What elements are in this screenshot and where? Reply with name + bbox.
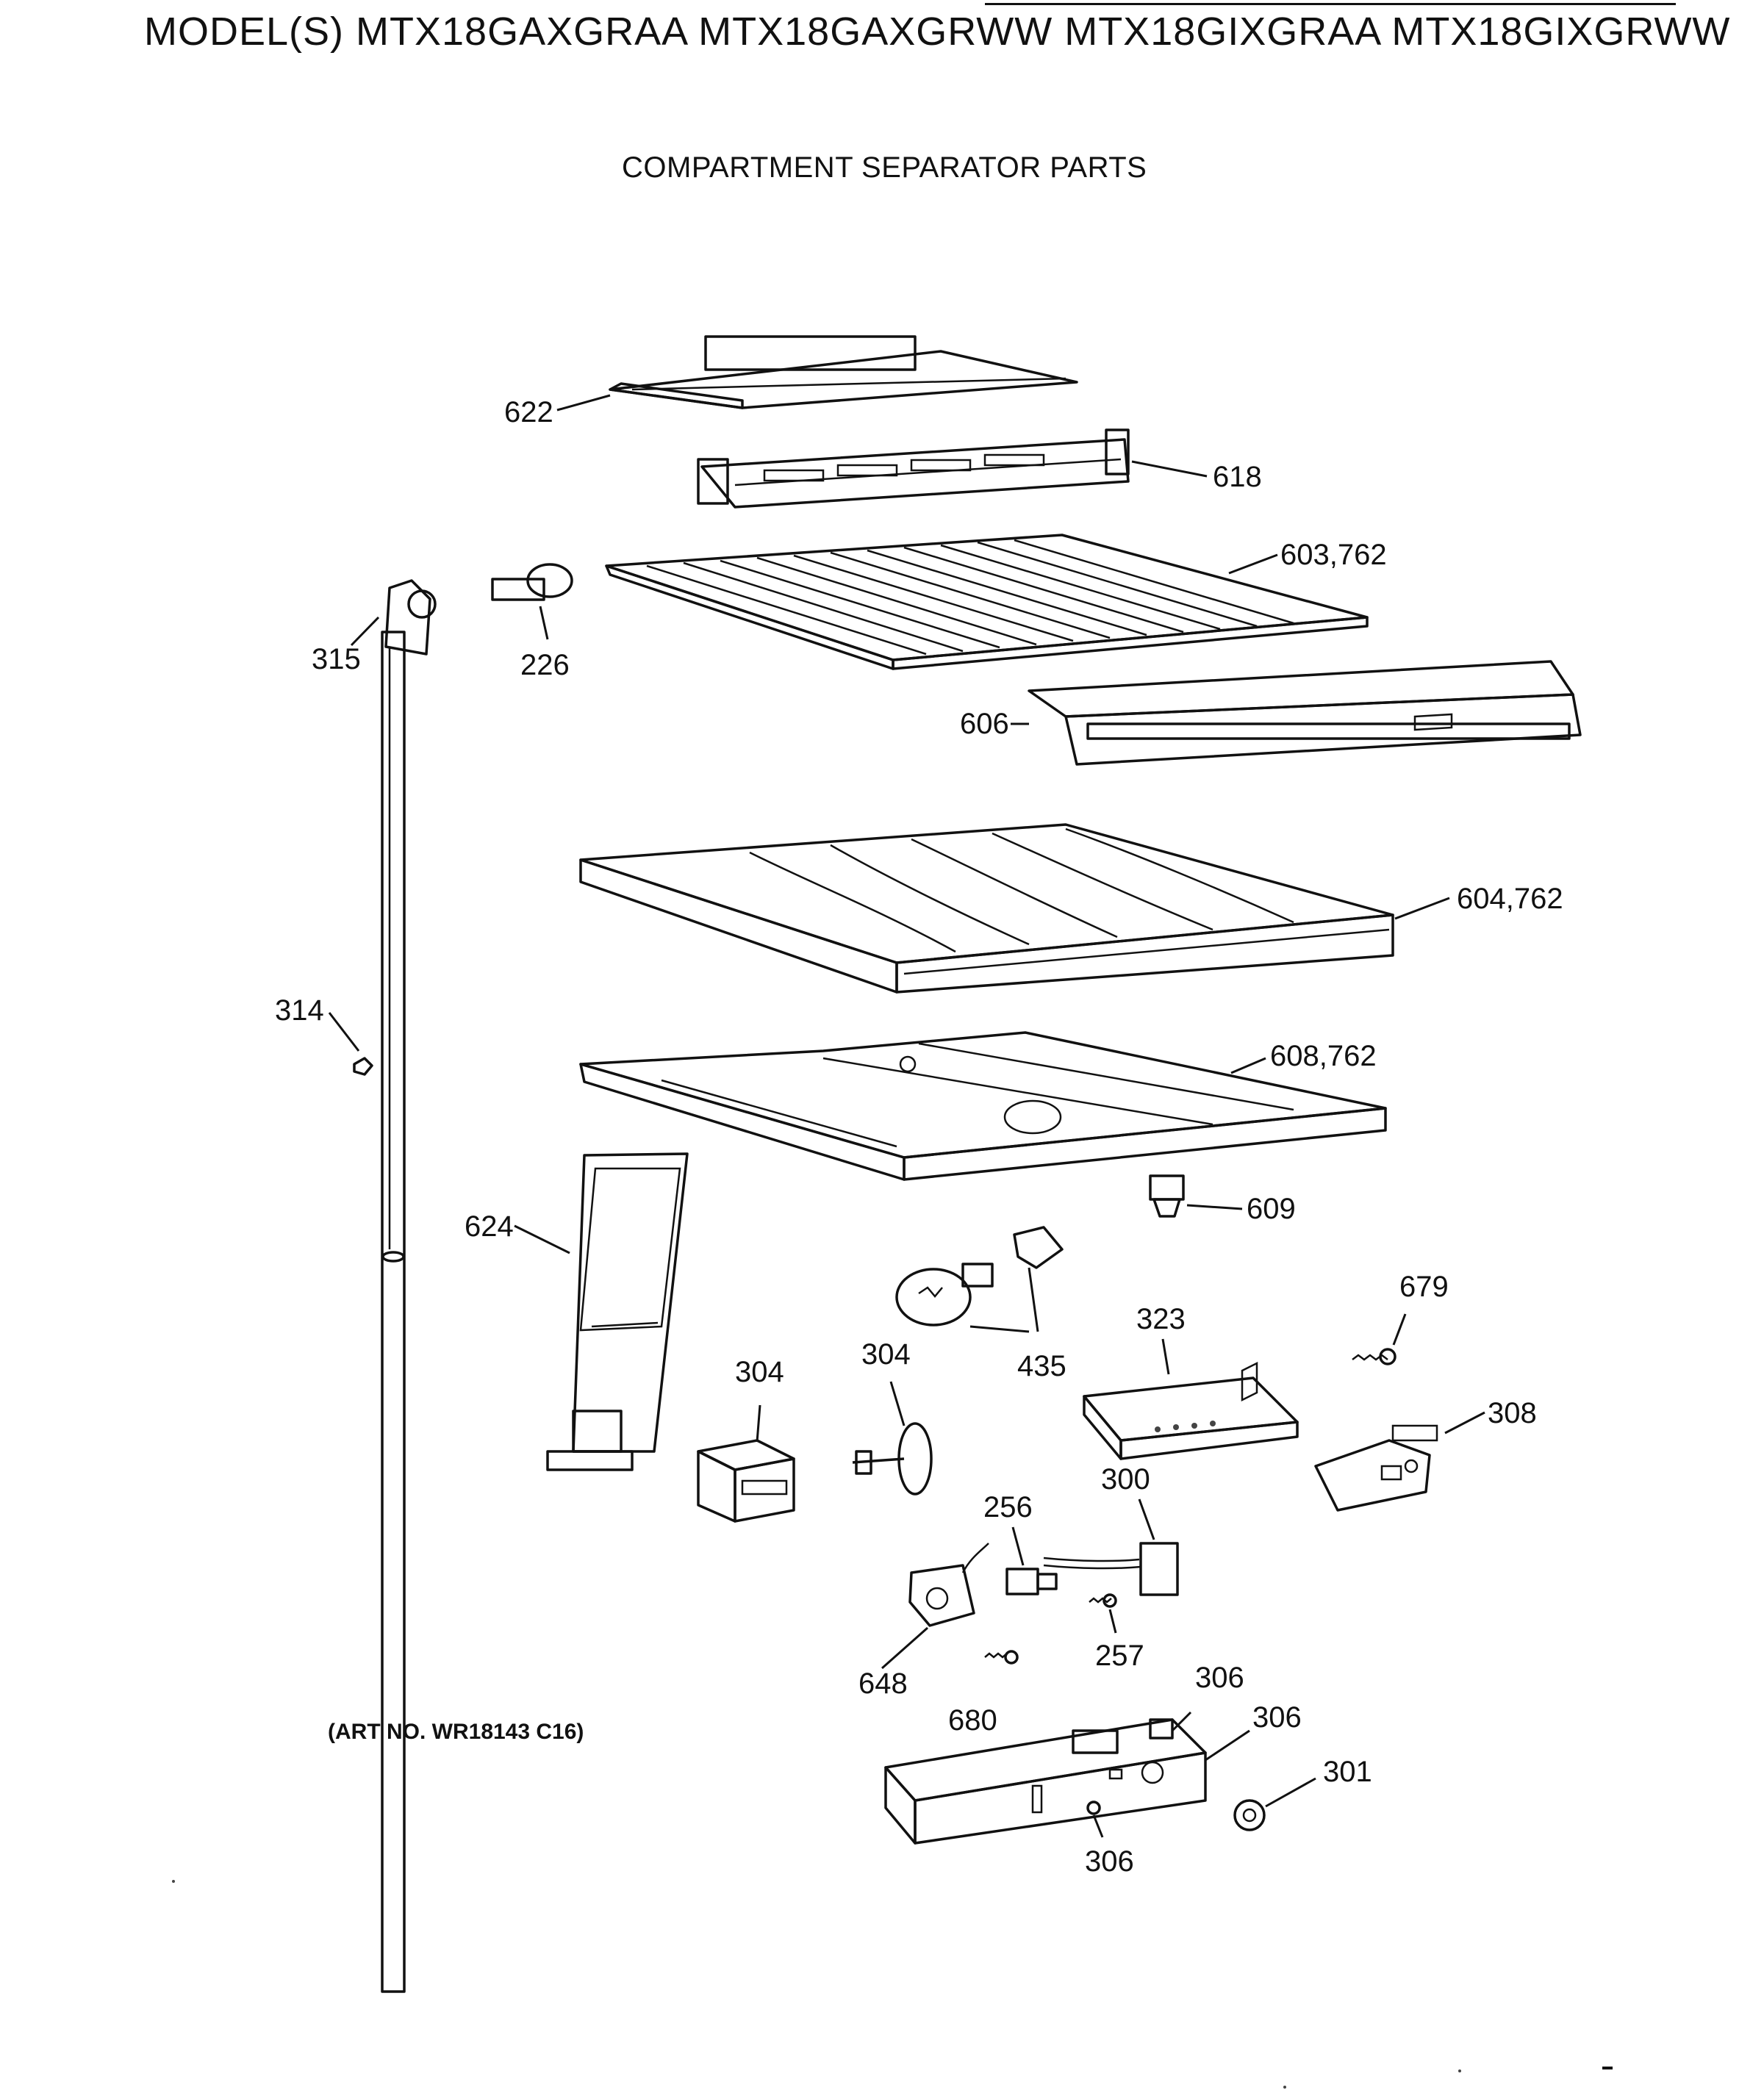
leader-308	[1444, 1411, 1485, 1435]
leader-648	[881, 1626, 928, 1670]
leader-306a	[1171, 1711, 1192, 1732]
part-315-hinge-rod	[381, 579, 437, 1993]
art-number: (ART NO. WR18143 C16)	[328, 1720, 584, 1744]
part-679-screw	[1352, 1348, 1396, 1365]
part-304-housing	[697, 1439, 795, 1523]
part-435-bulb-socket	[895, 1226, 1064, 1326]
part-304-control-knob	[852, 1422, 933, 1496]
leader-608	[1230, 1057, 1266, 1074]
label-304a: 304	[735, 1356, 784, 1388]
part-622-cover	[609, 335, 1078, 409]
scan-speck	[1458, 2069, 1461, 2072]
label-226: 226	[520, 649, 570, 681]
part-608-tray	[579, 1031, 1387, 1181]
scan-speck	[172, 1880, 175, 1883]
label-257: 257	[1095, 1640, 1144, 1672]
label-306c: 306	[1085, 1845, 1134, 1878]
part-609-clip	[1149, 1174, 1185, 1218]
part-257-screw	[1089, 1593, 1117, 1608]
label-315: 315	[312, 643, 361, 675]
part-606-drawer	[1028, 660, 1582, 766]
leader-603	[1228, 553, 1278, 575]
part-314-clip	[353, 1057, 373, 1076]
label-435: 435	[1017, 1350, 1066, 1382]
part-300-switch-harness	[1043, 1542, 1179, 1596]
label-304b: 304	[861, 1338, 911, 1371]
part-323-bracket	[1083, 1361, 1299, 1460]
leader-304a	[756, 1404, 761, 1443]
part-306-control-housing	[884, 1718, 1207, 1845]
leader-300	[1138, 1498, 1155, 1540]
leader-304b	[889, 1381, 906, 1426]
label-301: 301	[1323, 1756, 1372, 1788]
leader-306b	[1205, 1729, 1250, 1762]
label-308: 308	[1488, 1397, 1537, 1429]
label-609: 609	[1247, 1193, 1296, 1225]
label-608-762: 608,762	[1270, 1040, 1377, 1072]
label-323: 323	[1136, 1303, 1186, 1335]
scan-speck	[1283, 2086, 1286, 2089]
label-622: 622	[504, 396, 553, 428]
leader-609	[1186, 1204, 1243, 1210]
label-306a: 306	[1195, 1662, 1244, 1694]
leader-256	[1011, 1526, 1025, 1566]
label-624: 624	[465, 1210, 514, 1243]
leader-679	[1392, 1313, 1407, 1346]
label-256: 256	[983, 1491, 1033, 1523]
part-308-plate	[1314, 1424, 1438, 1512]
model-list-title: MODEL(S) MTX18GAXGRAA MTX18GAXGRWW MTX18…	[144, 10, 1731, 54]
leader-257	[1108, 1609, 1117, 1634]
leader-624	[514, 1224, 570, 1254]
part-604-tray	[579, 823, 1394, 994]
leader-435	[969, 1267, 1039, 1333]
header-rule	[985, 3, 1676, 5]
label-300: 300	[1101, 1463, 1150, 1496]
label-680: 680	[948, 1704, 997, 1737]
scan-mark	[1602, 2067, 1613, 2069]
leader-315	[350, 616, 380, 647]
label-648: 648	[858, 1667, 908, 1700]
part-301-knob	[1233, 1799, 1266, 1831]
leader-618	[1131, 460, 1208, 478]
section-title: COMPARTMENT SEPARATOR PARTS	[622, 151, 1147, 184]
label-314: 314	[275, 994, 324, 1027]
label-606: 606	[960, 708, 1009, 740]
leader-323	[1161, 1338, 1170, 1375]
leader-314	[328, 1012, 360, 1052]
leader-604	[1394, 897, 1450, 920]
label-604-762: 604,762	[1457, 883, 1563, 915]
part-256-switch	[1005, 1568, 1058, 1595]
part-624-rail	[546, 1152, 689, 1471]
leader-622	[556, 394, 611, 412]
part-603-shelf	[605, 534, 1369, 670]
part-648-timer	[908, 1543, 989, 1627]
part-226-pin	[491, 563, 573, 601]
label-603-762: 603,762	[1280, 539, 1387, 571]
part-618-bracket	[697, 428, 1130, 509]
leader-301	[1265, 1777, 1316, 1808]
label-306b: 306	[1252, 1701, 1302, 1734]
leader-226	[539, 606, 549, 640]
label-679: 679	[1399, 1271, 1449, 1303]
label-618: 618	[1213, 461, 1262, 493]
leader-306c	[1092, 1814, 1104, 1838]
part-680-screw	[984, 1650, 1019, 1665]
